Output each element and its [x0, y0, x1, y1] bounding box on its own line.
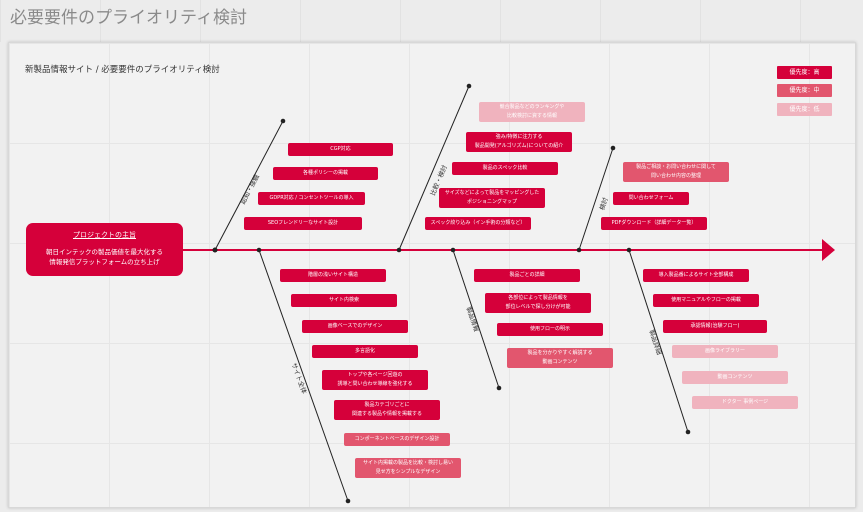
project-goal-line-1: 朝日インテックの製品価値を最大化する — [46, 248, 163, 256]
bone-upper-2-start — [396, 247, 402, 253]
requirement-tag[interactable]: サイト内検索 — [291, 294, 397, 307]
requirement-tag-line: サイト内掲載の製品を比較・検討し易い — [362, 460, 453, 466]
bone-lower-3 — [628, 249, 689, 433]
requirement-tag[interactable]: スペック絞り込み（イン手術の分類など） — [425, 217, 531, 230]
requirement-tag-line: 各部位によって製品情報を — [508, 295, 568, 301]
requirement-tag[interactable]: 強み/特徴に注力する製品開発(アルゴリズム)についての紹介 — [466, 132, 572, 152]
requirement-tag-line: 動画コンテンツ — [542, 359, 578, 365]
project-goal-title: プロジェクトの主旨 — [73, 231, 136, 239]
requirement-tag[interactable]: サイト内掲載の製品を比較・検討し易い見せ方をシンプルなデザイン — [355, 458, 461, 478]
requirement-tag[interactable]: トップや各ページ回遊の誘導と問い合わせ導線を強化する — [322, 370, 428, 390]
spine-arrowhead — [822, 239, 835, 261]
requirement-tag[interactable]: 階層の浅いサイト構造 — [280, 269, 386, 282]
project-goal-box[interactable]: プロジェクトの主旨 朝日インテックの製品価値を最大化する 情報発信プラットフォー… — [26, 223, 183, 276]
bone-lower-2-start — [450, 247, 456, 253]
requirement-tag-line: 製品カテゴリごとに — [364, 402, 410, 408]
requirement-tag[interactable]: 競合製品などのランキングや比較検討に資する情報 — [479, 102, 585, 122]
requirement-tag[interactable]: 動画コンテンツ — [682, 371, 788, 384]
requirement-tag[interactable]: 製品のスペック比較 — [452, 162, 558, 175]
bone-lower-1-start — [256, 247, 262, 253]
requirement-tag[interactable]: 画像ライブラリー — [672, 345, 778, 358]
requirement-tag[interactable]: 問い合わせフォーム — [613, 192, 689, 205]
requirement-tag[interactable]: PDFダウンロード（詳細データ一覧） — [601, 217, 707, 230]
requirement-tag[interactable]: 承認情報(治験フロー) — [663, 320, 767, 333]
requirement-tag-line: 製品を分かりやすく解説する — [527, 350, 593, 356]
bone-lower-2-end — [496, 385, 502, 391]
requirement-tag-line: 競合製品などのランキングや — [499, 104, 565, 110]
bone-lower-3-start — [626, 247, 632, 253]
requirement-tag-line: 強み/特徴に注力する — [495, 134, 543, 140]
requirement-tag-line: ポジショニングマップ — [466, 199, 517, 205]
fishbone-diagram — [179, 83, 835, 504]
requirement-tag[interactable]: 使用フローの明示 — [497, 323, 603, 336]
requirement-tag[interactable]: サイズなどによって製品をマッピングしたポジショニングマップ — [439, 188, 545, 208]
page-title: 必要要件のプライオリティ検討 — [10, 8, 247, 28]
requirement-tag-line: トップや各ページ回遊の — [347, 372, 403, 378]
bone-upper-2-end — [466, 83, 472, 89]
legend-mid: 優先度：中 — [777, 84, 832, 97]
requirement-tag-line: 比較検討に資する情報 — [506, 113, 557, 119]
requirement-tag[interactable]: 製品ごとの詳細 — [474, 269, 580, 282]
project-goal-line-2: 情報発信プラットフォームの立ち上げ — [49, 258, 160, 266]
requirement-tag[interactable]: 製品を分かりやすく解説する動画コンテンツ — [507, 348, 613, 368]
requirement-tag[interactable]: CGP対応 — [288, 143, 393, 156]
bone-upper-3-start — [576, 247, 582, 253]
bone-lower-1 — [258, 249, 349, 502]
requirement-tag-line: 製品開発(アルゴリズム)についての紹介 — [474, 143, 564, 149]
requirement-tag-line: 部位レベルで探し分けが可能 — [505, 304, 571, 310]
legend-low: 優先度：低 — [777, 103, 832, 116]
requirement-tag-line: 問い合わせ内容の整理 — [650, 173, 701, 179]
bone-lower-2 — [452, 249, 500, 389]
bone-lower-3-end — [685, 429, 691, 435]
page-background-grid — [0, 0, 863, 42]
bone-upper-1-start — [212, 247, 218, 253]
requirement-tag[interactable]: 導入製品番によるサイト全部構成 — [643, 269, 749, 282]
requirement-tag[interactable]: 多言語化 — [312, 345, 418, 358]
requirement-tag[interactable]: 各種ポリシーの掲載 — [273, 167, 378, 180]
requirement-tag-line: サイズなどによって製品をマッピングした — [444, 190, 540, 196]
requirement-tag[interactable]: 画像ベースでのデザイン — [302, 320, 408, 333]
requirement-tag[interactable]: 製品カテゴリごとに関連する製品や情報を掲載する — [334, 400, 440, 420]
legend-high: 優先度：高 — [777, 66, 832, 79]
bone-upper-1-end — [280, 118, 286, 124]
bone-upper-3-end — [610, 145, 616, 151]
requirement-tag[interactable]: 製品ご相談・お問い合わせに関して問い合わせ内容の整理 — [623, 162, 729, 182]
requirement-tag[interactable]: GDPR対応 / コンセントツールの導入 — [258, 192, 365, 205]
bone-lower-1-end — [345, 498, 351, 504]
requirement-tag[interactable]: SEOフレンドリーなサイト設計 — [244, 217, 362, 230]
bone-upper-2 — [398, 85, 470, 251]
bone-upper-3 — [578, 147, 614, 251]
requirement-tag[interactable]: コンポーネントベースのデザイン設計 — [344, 433, 450, 446]
requirement-tag[interactable]: ドクター 事例ページ — [692, 396, 798, 409]
bone-upper-1 — [214, 120, 284, 251]
whiteboard-canvas[interactable]: 新製品情報サイト / 必要要件のプライオリティ検討 優先度：高 優先度：中 優先… — [8, 42, 856, 508]
requirement-tag-line: 誘導と問い合わせ導線を強化する — [337, 381, 413, 387]
requirement-tag-line: 関連する製品や情報を掲載する — [351, 411, 422, 417]
requirement-tag[interactable]: 使用マニュアルやフローの掲載 — [653, 294, 759, 307]
requirement-tag-line: 製品ご相談・お問い合わせに関して — [636, 164, 716, 170]
requirement-tag-line: 見せ方をシンプルなデザイン — [375, 469, 441, 475]
board-title: 新製品情報サイト / 必要要件のプライオリティ検討 — [25, 65, 220, 75]
requirement-tag[interactable]: 各部位によって製品情報を部位レベルで探し分けが可能 — [485, 293, 591, 313]
